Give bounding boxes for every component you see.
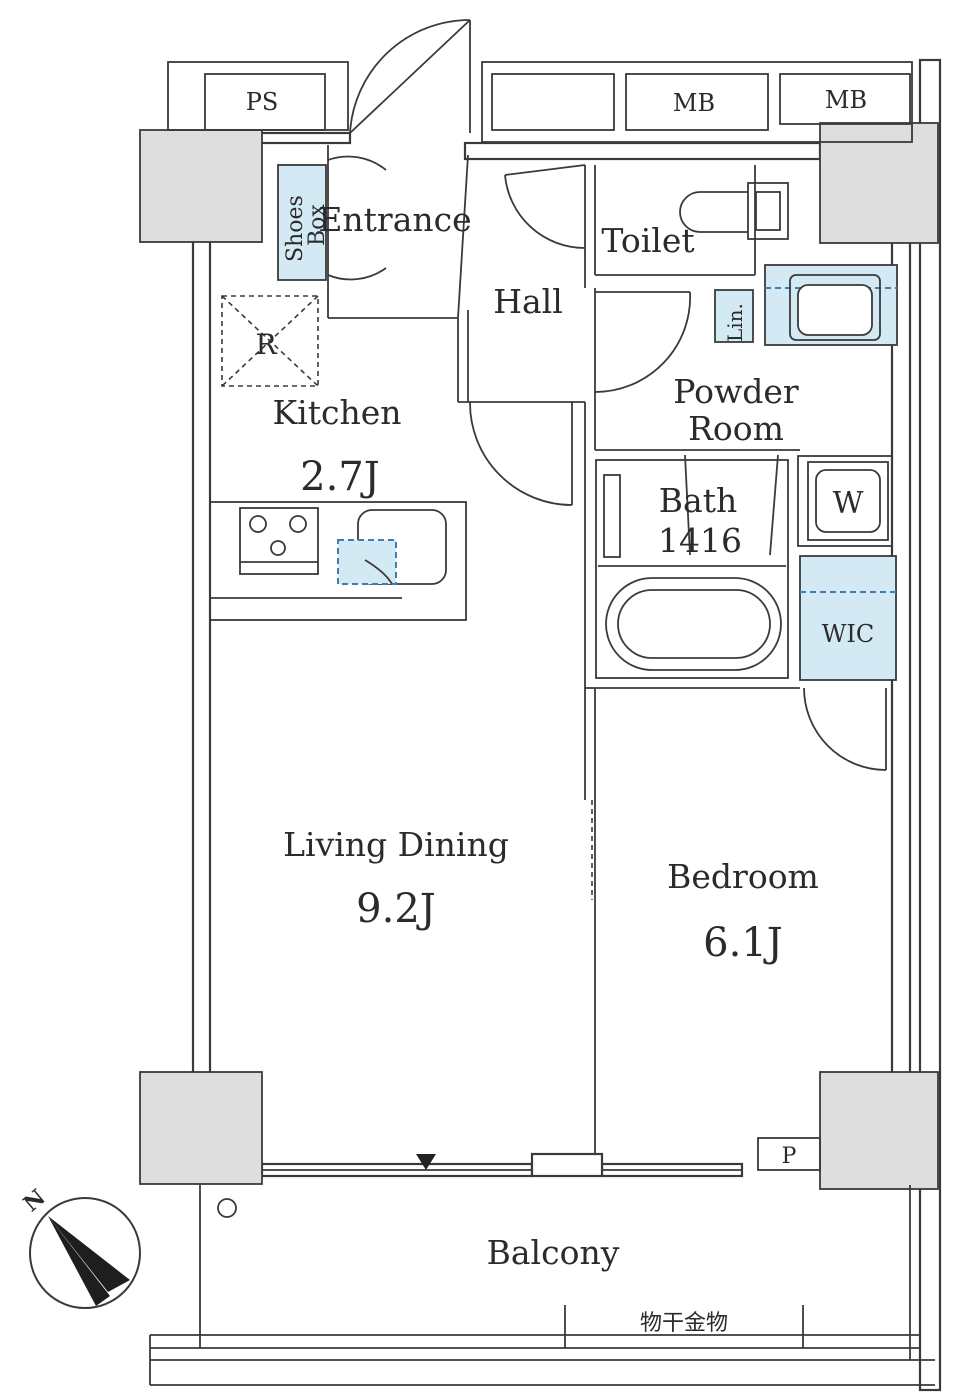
interior-walls [209,145,893,1171]
vanity-icon [764,264,898,346]
column-ne [819,122,939,244]
shoes-box-label-1: Shoes [283,195,308,262]
powder-room-label-2: Room [688,409,784,448]
kitchen-label: Kitchen [273,393,402,432]
living-dining-label: Living Dining [283,825,509,864]
p-mark-label: P [782,1144,797,1169]
shoes-box-label-2: Box [305,204,330,246]
stove-icon [239,507,319,575]
walk-in-closet [799,555,897,681]
balcony-outline [149,1185,935,1386]
linen-closet [714,289,754,343]
washer-label: W [833,486,864,521]
bedroom-label: Bedroom [667,857,819,896]
wic-door [803,687,887,771]
balcony-label: Balcony [487,1233,620,1272]
toilet-door [504,164,586,249]
wic-label: WIC [822,620,875,648]
entrance-inner-door [327,155,387,281]
north-compass-icon [29,1197,141,1309]
bathtub-icon [603,454,782,671]
hall-door [469,401,573,506]
washer-icon [807,461,889,541]
shoes-box [277,164,327,281]
bath-size-label: 1416 [658,521,742,560]
entrance-door [349,19,471,134]
kitchen-area-label: 2.7J [300,454,380,500]
refrigerator [221,295,319,387]
bath-label: Bath [659,481,737,520]
column-nw [139,129,263,243]
hall-label: Hall [493,282,563,321]
drying-hardware-label: 物干金物 [640,1311,728,1336]
bedroom-area-label: 6.1J [703,920,783,966]
entrance-label: Entrance [318,200,471,239]
compass-north-label: N [19,1184,51,1217]
powder-room-label-1: Powder [673,372,799,411]
powder-room-door [594,291,691,393]
toilet-label: Toilet [601,221,694,260]
linen-label: Lin. [723,303,747,342]
refrigerator-label: R [255,328,277,361]
north-shafts [167,61,913,143]
kitchen-sink-icon [337,509,447,585]
mb-label-1: MB [673,89,715,117]
column-sw [139,1071,263,1185]
mb-label-2: MB [825,86,867,114]
living-dining-area-label: 9.2J [356,886,436,932]
toilet-icon [679,182,789,240]
window-marker [416,1154,436,1170]
ps-label: PS [246,88,279,116]
column-se [819,1071,939,1190]
